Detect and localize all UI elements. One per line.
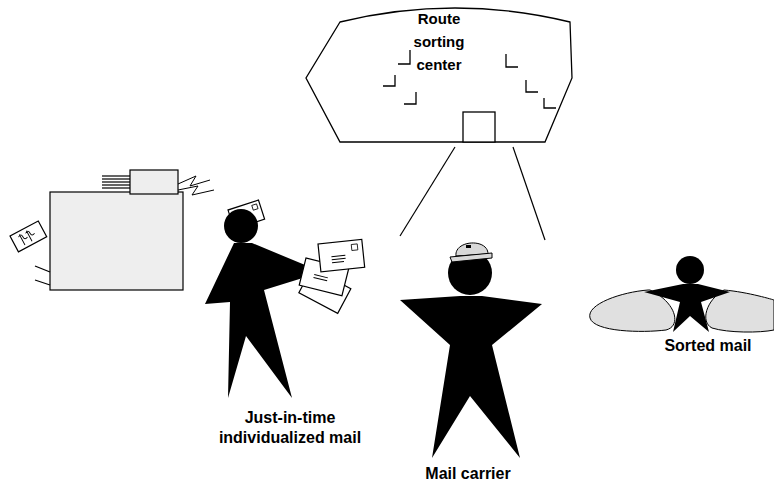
building-label: Route sorting center [396, 7, 482, 76]
paper-stack [102, 176, 130, 188]
window-mark [506, 54, 518, 67]
head [448, 251, 492, 295]
paper-sheet [10, 221, 47, 252]
door [463, 112, 495, 142]
window-mark [398, 50, 410, 64]
body [400, 296, 542, 458]
figure-caption: Sorted mail [648, 336, 768, 356]
feed-line [35, 266, 50, 272]
figure-caption: Just-in-time individualized mail [198, 408, 382, 448]
carrier-figure [400, 243, 542, 458]
feed-line [35, 280, 50, 285]
sorter-figure [590, 256, 774, 332]
body [644, 284, 730, 332]
figure-caption: Mail carrier [400, 464, 536, 484]
printer-top [130, 170, 178, 194]
envelope [318, 239, 365, 271]
head [676, 256, 704, 284]
window-mark [383, 75, 395, 86]
head [224, 209, 258, 243]
cap-brim [450, 253, 492, 262]
building-wall [306, 8, 572, 142]
window-mark [526, 80, 538, 92]
sight-line [400, 147, 455, 236]
cap-badge [466, 245, 471, 248]
building-node: Route sorting center [305, 4, 573, 147]
paper-out [178, 176, 214, 195]
person-figure [205, 209, 365, 398]
window-mark [404, 92, 416, 104]
sight-line [513, 147, 545, 240]
printer-body [50, 192, 183, 290]
window-mark [544, 98, 556, 108]
